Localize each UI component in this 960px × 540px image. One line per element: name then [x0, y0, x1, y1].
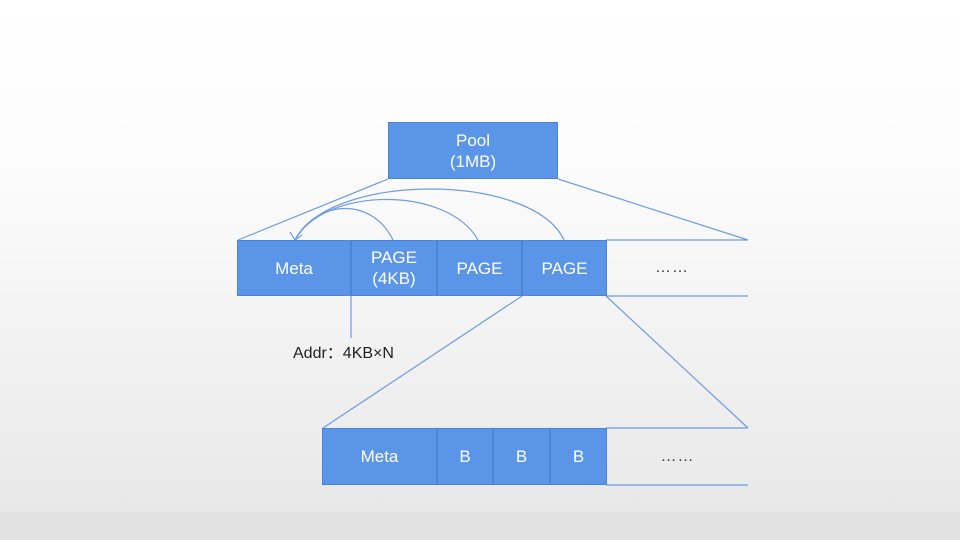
zoom-right-line [605, 295, 749, 429]
meta-arrowhead [289, 231, 303, 241]
address-label: Addr：4KB×N [293, 345, 394, 362]
pool-page-cell-1: PAGE (4KB) [351, 240, 437, 296]
pool-right-fan-line [557, 178, 749, 241]
pool-meta-cell: Meta [237, 240, 351, 296]
page-meta-cell: Meta [322, 428, 437, 485]
pool-left-fan-line [237, 178, 389, 241]
pool-page-cell-3: PAGE [522, 240, 607, 296]
pool-box: Pool (1MB) [388, 122, 558, 179]
page3-to-meta-arc [294, 188, 565, 241]
page-block-cell-3: B [550, 428, 607, 485]
page-row-more: …… [660, 447, 695, 465]
page-block-cell-2: B [493, 428, 550, 485]
page-block-cell-1: B [437, 428, 493, 485]
page2-to-meta-arc [294, 198, 479, 241]
pool-page-cell-2: PAGE [437, 240, 522, 296]
page1-to-meta-arc [294, 208, 394, 241]
bottom-bar [0, 512, 960, 540]
pool-row-more: …… [655, 259, 689, 276]
